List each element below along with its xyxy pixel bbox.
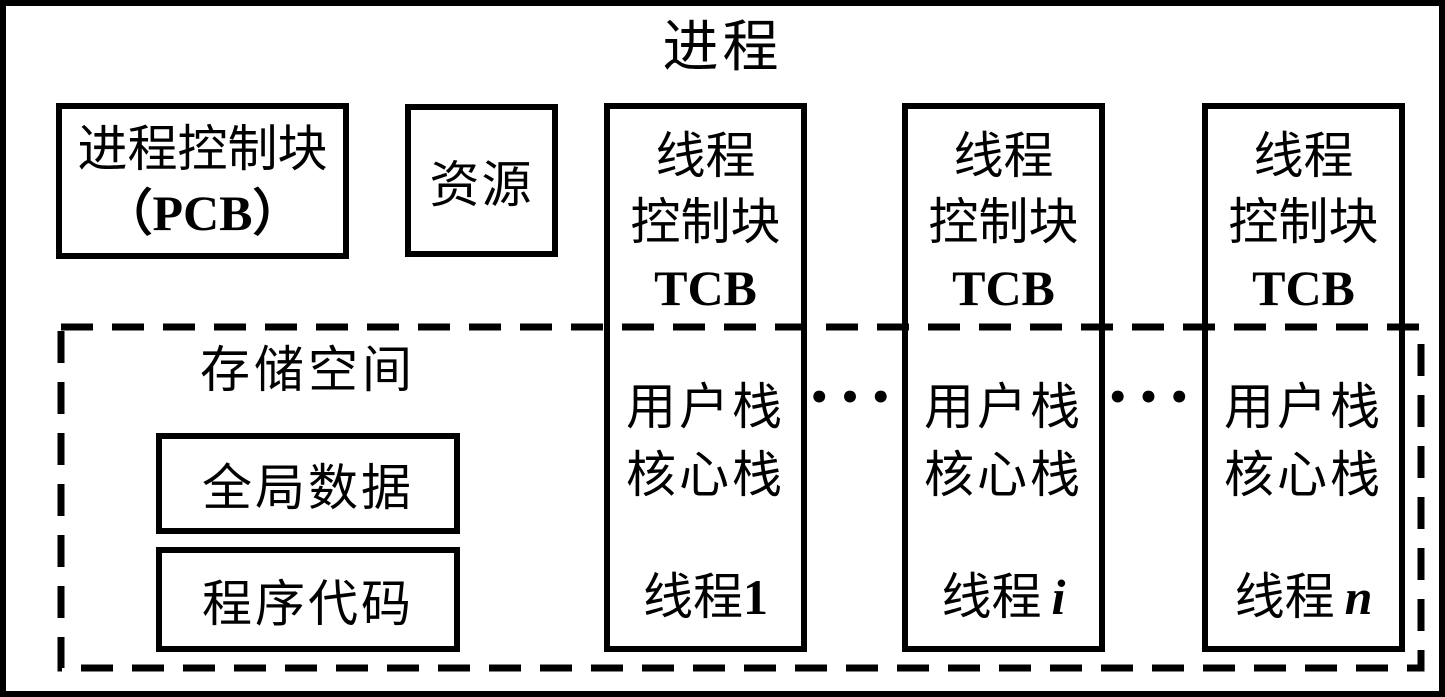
thread-column-1: 线程 控制块 TCB 用户栈 核心栈 线程1	[604, 103, 807, 652]
thread-1-kernel-stack: 核心栈	[626, 447, 785, 503]
thread-n-tcb-line2: 控制块	[1228, 194, 1379, 250]
pcb-label-line1: 进程控制块	[77, 121, 328, 177]
thread-1-stacks: 用户栈 核心栈	[626, 373, 785, 509]
thread-1-tcb-line1: 线程	[655, 128, 756, 184]
pcb-label-line2: （PCB）	[102, 185, 303, 241]
thread-n-kernel-stack: 核心栈	[1224, 447, 1383, 503]
thread-n-tcb-block: 线程 控制块 TCB	[1229, 123, 1379, 321]
thread-i-name-prefix: 线程	[941, 569, 1042, 625]
diagram-title: 进程	[662, 17, 783, 79]
thread-n-name-suffix: n	[1344, 569, 1373, 625]
thread-i-stacks: 用户栈 核心栈	[924, 373, 1083, 509]
thread-i-tcb-line3: TCB	[952, 260, 1055, 316]
global-data-box: 全局数据	[156, 433, 460, 534]
thread-i-name-suffix: i	[1051, 569, 1066, 625]
thread-i-tcb-line2: 控制块	[928, 194, 1079, 250]
thread-1-user-stack: 用户栈	[626, 379, 785, 435]
thread-1-tcb-block: 线程 控制块 TCB	[631, 123, 781, 321]
thread-n-stacks: 用户栈 核心栈	[1224, 373, 1383, 509]
thread-1-tcb-line3: TCB	[654, 260, 757, 316]
thread-n-tcb-line1: 线程	[1253, 128, 1354, 184]
thread-n-tcb-line3: TCB	[1252, 260, 1355, 316]
pcb-box: 进程控制块 （PCB）	[56, 103, 349, 259]
thread-i-tcb-block: 线程 控制块 TCB	[929, 123, 1079, 321]
thread-i-kernel-stack: 核心栈	[924, 447, 1083, 503]
thread-1-name-prefix: 线程	[643, 569, 743, 625]
thread-i-tcb-line1: 线程	[953, 128, 1054, 184]
thread-n-name-prefix: 线程	[1234, 569, 1335, 625]
resource-box: 资源	[405, 104, 558, 257]
thread-i-user-stack: 用户栈	[924, 379, 1083, 435]
thread-1-name: 线程1	[643, 565, 768, 629]
program-code-box: 程序代码	[156, 547, 460, 652]
thread-n-user-stack: 用户栈	[1224, 379, 1383, 435]
program-code-label: 程序代码	[202, 575, 414, 632]
resource-label: 资源	[429, 156, 534, 213]
global-data-label: 全局数据	[202, 459, 414, 516]
thread-1-name-suffix: 1	[743, 569, 768, 625]
thread-1-tcb-line2: 控制块	[630, 194, 781, 250]
ellipsis-dots-1: •••	[808, 378, 901, 418]
ellipsis-dots-2: •••	[1106, 378, 1200, 418]
storage-space-label: 存储空间	[200, 342, 416, 398]
